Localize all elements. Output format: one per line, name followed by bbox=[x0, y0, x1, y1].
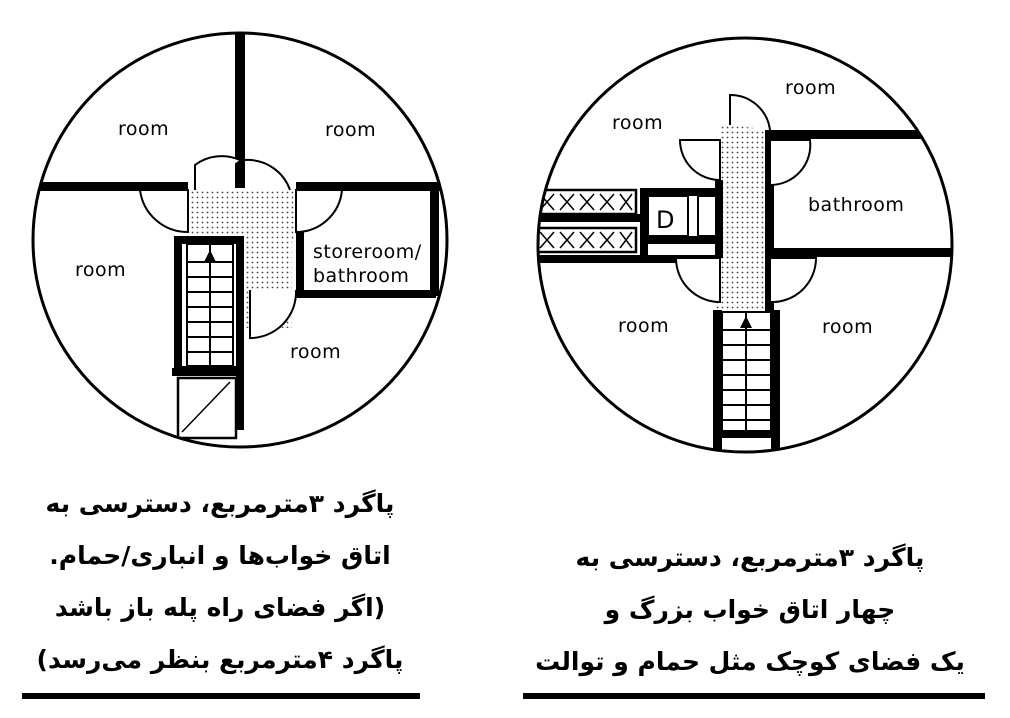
cupboard bbox=[176, 376, 238, 440]
wall bbox=[640, 188, 648, 260]
door-swing bbox=[194, 155, 241, 190]
caption-line: پاگرد ۴مترمربع بنظر می‌رسد) bbox=[36, 645, 404, 674]
plan-boundary-circle bbox=[536, 36, 954, 454]
room-label: room bbox=[612, 112, 663, 134]
door-swing bbox=[697, 195, 720, 237]
left-floor-plan: room room room storeroom/ bathroom room bbox=[31, 31, 449, 449]
room-label: room bbox=[618, 315, 669, 337]
room-label: room bbox=[75, 259, 126, 281]
caption-line: یک فضای کوچک مثل حمام و توالت bbox=[535, 647, 965, 676]
room-label: room bbox=[118, 118, 169, 140]
right-caption: پاگرد ۳مترمربع، دسترسی به چهار اتاق خواب… bbox=[520, 532, 980, 688]
right-floor-plan: D room room bathroom room room bbox=[536, 36, 954, 454]
wall bbox=[296, 230, 304, 296]
bathroom-label: bathroom bbox=[808, 194, 904, 216]
left-caption: پاگرد ۳مترمربع، دسترسی به اتاق خواب‌ها و… bbox=[20, 478, 420, 686]
wall bbox=[235, 33, 245, 188]
room-label: room bbox=[325, 119, 376, 141]
wall bbox=[640, 188, 720, 196]
caption-line: چهار اتاق خواب بزرگ و bbox=[604, 595, 896, 624]
stair-treads bbox=[721, 311, 772, 433]
wall bbox=[715, 180, 723, 258]
wall bbox=[172, 368, 244, 376]
door-swing bbox=[769, 139, 812, 187]
stair-treads bbox=[186, 243, 234, 367]
door-marker-label: D bbox=[656, 206, 674, 234]
right-caption-rule bbox=[523, 693, 985, 699]
storage-rack bbox=[538, 188, 640, 254]
storeroom-label: storeroom/ bbox=[313, 241, 422, 263]
door-marker-box bbox=[647, 195, 689, 237]
wall bbox=[296, 182, 447, 191]
left-caption-rule bbox=[22, 693, 420, 699]
wall bbox=[765, 248, 952, 257]
plan-boundary-circle bbox=[31, 31, 449, 449]
door-swing bbox=[138, 189, 189, 234]
wall bbox=[430, 185, 439, 296]
door-swing bbox=[769, 257, 818, 304]
caption-line: (اگر فضای راه پله باز باشد bbox=[54, 593, 386, 622]
landing-area bbox=[188, 190, 296, 242]
room-label: room bbox=[290, 341, 341, 363]
door-swing bbox=[295, 189, 344, 234]
room-label: room bbox=[785, 77, 836, 99]
door-swing bbox=[678, 139, 721, 182]
room-label: room bbox=[822, 316, 873, 338]
wall bbox=[713, 430, 780, 438]
stair-arrow-icon bbox=[204, 250, 216, 262]
wall bbox=[640, 236, 720, 244]
door-swing bbox=[244, 158, 291, 191]
wall bbox=[765, 130, 952, 139]
wall bbox=[296, 290, 436, 298]
wall bbox=[713, 310, 722, 450]
wall bbox=[765, 130, 774, 330]
caption-line: پاگرد ۳مترمربع، دسترسی به bbox=[45, 489, 395, 518]
caption-line: پاگرد ۳مترمربع، دسترسی به bbox=[575, 543, 925, 572]
wall bbox=[771, 310, 780, 450]
door-swing bbox=[674, 257, 721, 304]
wall bbox=[538, 255, 715, 263]
door-swing bbox=[249, 289, 298, 340]
wall bbox=[236, 240, 244, 430]
stair-arrow-icon bbox=[740, 316, 752, 328]
wall bbox=[33, 182, 188, 191]
door-swing bbox=[729, 93, 771, 131]
caption-line: اتاق خواب‌ها و انباری/حمام. bbox=[49, 541, 391, 570]
storeroom-label: bathroom bbox=[313, 265, 409, 287]
